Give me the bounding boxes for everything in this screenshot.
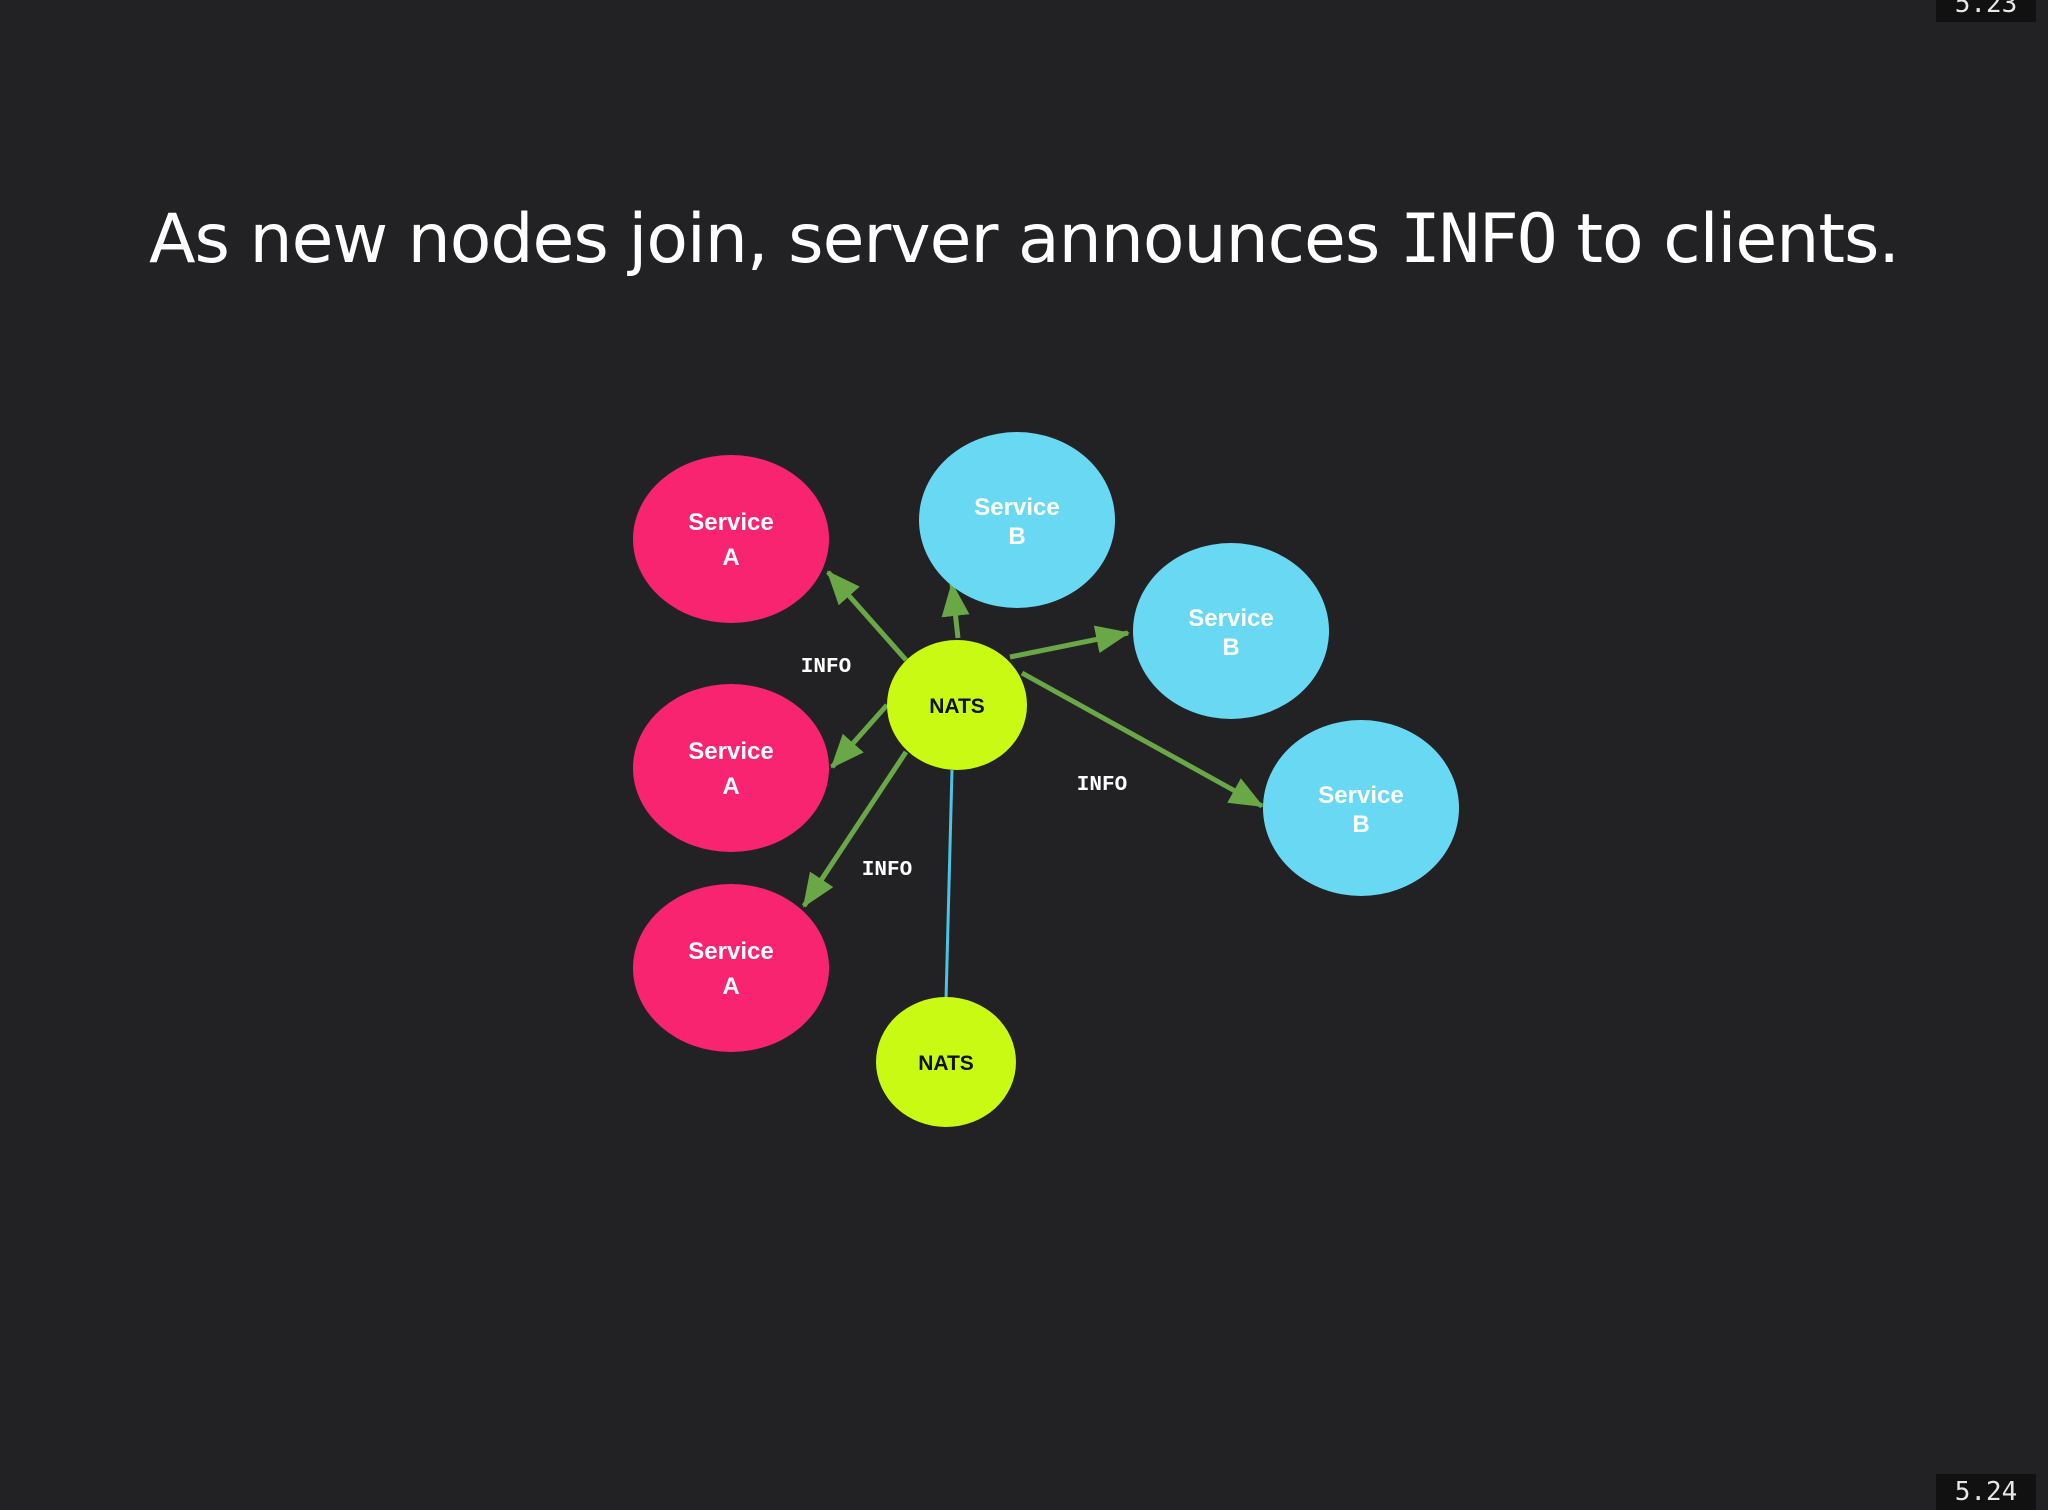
service-b-node-1-label: Service	[974, 494, 1059, 521]
service-b-node-2: Service B	[1133, 543, 1329, 719]
service-a-node-1-letter: A	[722, 544, 739, 571]
service-a-node-3-letter: A	[722, 973, 739, 1000]
nats-server-node-2-label: NATS	[918, 1052, 974, 1075]
title-text-before: As new nodes join, server announces	[148, 200, 1380, 279]
route-line-nats-to-nats	[944, 769, 954, 1001]
slide-title: As new nodes join, server announces INFO…	[0, 200, 2048, 279]
service-a-node-2-letter: A	[722, 773, 739, 800]
info-label-right: INFO	[1077, 774, 1127, 797]
service-a-node-3: Service A	[633, 884, 829, 1052]
service-b-node-3: Service B	[1263, 720, 1459, 896]
service-b-node-1: Service B	[919, 432, 1115, 608]
service-a-node-1: Service A	[633, 455, 829, 623]
service-b-node-2-letter: B	[1222, 634, 1239, 661]
info-label-lower-left: INFO	[862, 859, 912, 882]
current-slide-number: 5.24	[1936, 1474, 2036, 1510]
info-arrow-to-service-a-1	[826, 570, 908, 662]
info-arrow-to-service-a-2	[830, 703, 889, 769]
nats-server-node-1-label: NATS	[929, 695, 985, 718]
service-b-node-1-letter: B	[1008, 523, 1025, 550]
service-a-node-2: Service A	[633, 684, 829, 852]
title-code-info: INFO	[1399, 200, 1558, 279]
previous-slide-number: 5.23	[1936, 0, 2036, 22]
nats-server-node-2: NATS	[876, 997, 1016, 1127]
info-arrow-to-service-b-1	[941, 582, 970, 639]
service-a-node-1-label: Service	[688, 509, 773, 536]
info-label-upper-left: INFO	[801, 656, 851, 679]
nats-server-node-1: NATS	[887, 640, 1027, 770]
service-b-node-2-label: Service	[1188, 605, 1273, 632]
title-text-after: to clients.	[1576, 200, 1900, 279]
service-a-node-2-label: Service	[688, 738, 773, 765]
info-arrow-to-service-a-3	[801, 750, 909, 908]
service-b-node-3-label: Service	[1318, 782, 1403, 809]
info-arrow-to-service-b-3	[1020, 670, 1264, 809]
info-arrow-to-service-b-2	[1009, 625, 1130, 660]
service-b-node-3-letter: B	[1352, 811, 1369, 838]
service-a-node-3-label: Service	[688, 938, 773, 965]
